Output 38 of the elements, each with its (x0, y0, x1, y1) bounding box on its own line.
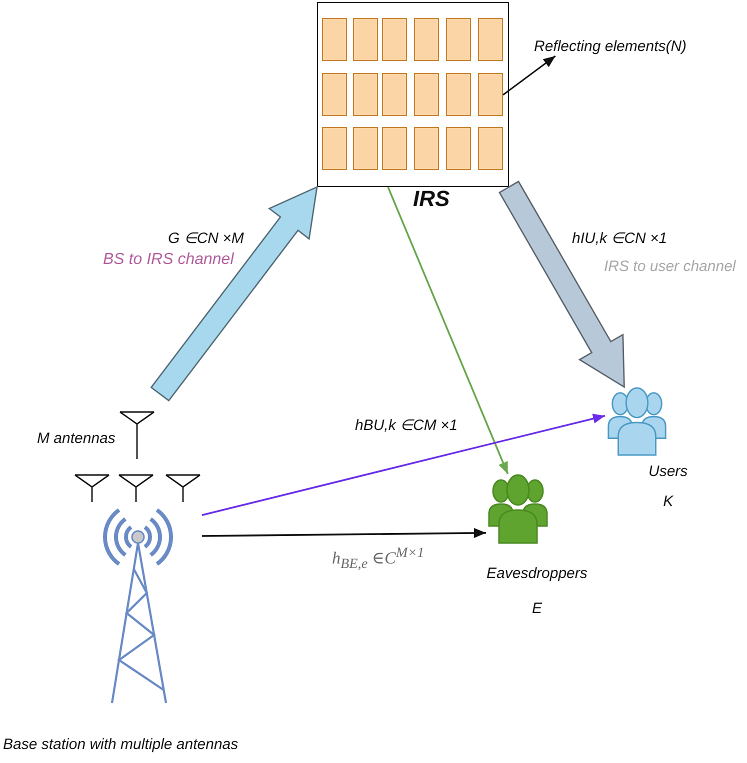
block-arrow (150, 186, 318, 402)
reflecting-element (353, 127, 378, 170)
channel-label: IRS to user channel (604, 258, 736, 276)
reflecting-element (478, 73, 503, 116)
irs-panel (317, 2, 509, 187)
reflecting-element (414, 127, 439, 170)
leader-line (502, 55, 556, 96)
arrow (202, 528, 486, 538)
node-label: Users K (648, 462, 688, 512)
reflecting-element (382, 18, 407, 61)
reflecting-element (322, 18, 347, 61)
reflecting-element (322, 73, 347, 116)
reflecting-element (322, 127, 347, 170)
reflecting-element (478, 127, 503, 170)
reflecting-element (414, 73, 439, 116)
reflecting-element (382, 127, 407, 170)
node-label: Eavesdroppers E (486, 564, 588, 619)
edge-label: hIU,k ∈CN ×1 (572, 230, 668, 248)
reflecting-element (353, 73, 378, 116)
reflecting-element (446, 18, 471, 61)
edge-label: hBU,k ∈CM ×1 (355, 417, 458, 435)
reflecting-element (446, 127, 471, 170)
arrow (387, 186, 509, 474)
people-group-icon (486, 474, 550, 545)
node-label: Base station with multiple antennas (3, 736, 238, 754)
edge-label: h$_{BE,e}$ ∈C$^{M×1}$ (332, 545, 424, 574)
reflecting-element (353, 18, 378, 61)
reflecting-element (382, 73, 407, 116)
callout-label: Reflecting elements(N) (534, 38, 687, 56)
antenna-label: M antennas (37, 430, 116, 448)
panel-title: IRS (413, 186, 450, 212)
reflecting-element (414, 18, 439, 61)
channel-label: BS to IRS channel (103, 250, 234, 270)
arrow (202, 414, 606, 516)
block-arrow (498, 180, 625, 388)
reflecting-element (446, 73, 471, 116)
reflecting-element (478, 18, 503, 61)
people-group-icon (605, 387, 669, 457)
